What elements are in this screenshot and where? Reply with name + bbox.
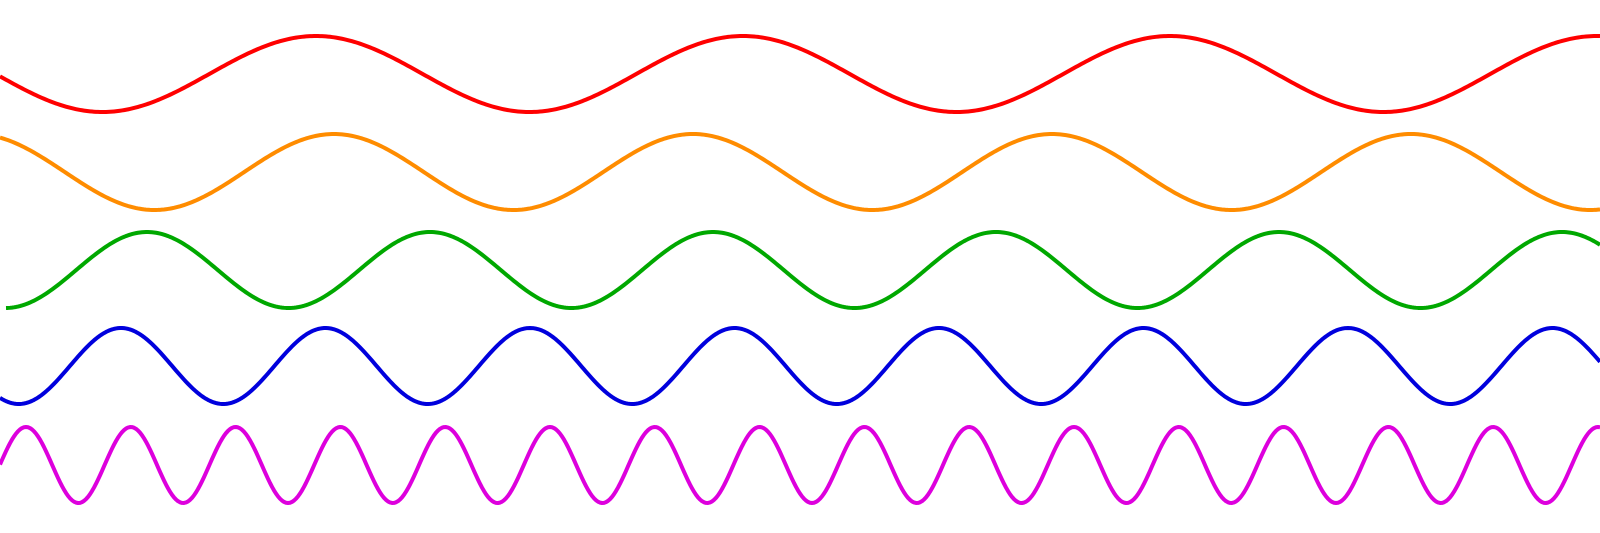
wave-orange (0, 132, 1600, 212)
wave-green (5, 230, 1600, 310)
wave-blue (0, 326, 1600, 406)
wave-magenta (0, 425, 1600, 505)
wave-red (0, 34, 1600, 114)
